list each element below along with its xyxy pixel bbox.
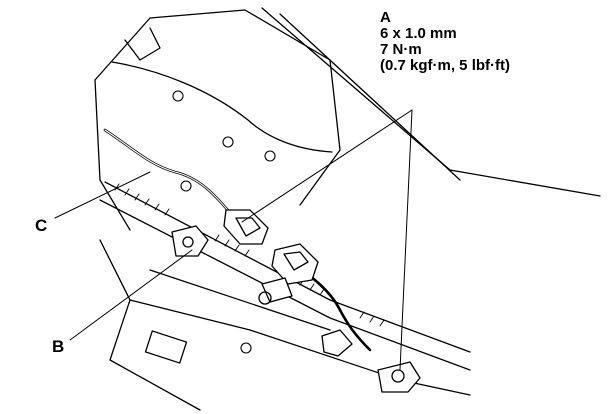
hole-3 — [264, 150, 276, 162]
lower-panel-plate — [144, 330, 188, 364]
bracket-rail-top — [104, 181, 471, 353]
connector-a-right — [271, 243, 319, 285]
panel-top-edge-inner — [279, 13, 461, 181]
upper-panel-outline — [94, 9, 341, 206]
leader-b — [69, 249, 193, 341]
hole-4 — [180, 180, 192, 192]
leader-a-1 — [241, 109, 413, 223]
lower-panel-outline — [99, 239, 201, 411]
callout-a-torque: 7 N·m — [380, 41, 422, 58]
leader-c — [54, 171, 151, 219]
callout-c-label: C — [35, 216, 48, 235]
clip-b — [171, 225, 209, 257]
callout-b-label: B — [52, 337, 65, 356]
callout-a-spec: A 6 x 1.0 mm 7 N·m (0.7 kgf·m, 5 lbf·ft) — [380, 10, 510, 74]
leader-a-2 — [399, 109, 413, 371]
callout-a-letter: A — [380, 9, 391, 26]
harness-c-wire-inner — [104, 129, 233, 216]
lower-panel-step — [129, 299, 471, 396]
clip-mount — [258, 277, 293, 305]
panel-rib — [124, 27, 161, 61]
lower-panel-edge — [149, 269, 331, 331]
callout-a-bolt-size: 6 x 1.0 mm — [380, 25, 457, 42]
panel-edge — [111, 61, 333, 153]
hole-2 — [222, 136, 234, 148]
panel-left-edge — [94, 79, 131, 231]
callout-a-torque-alt: (0.7 kgf·m, 5 lbf·ft) — [380, 57, 510, 74]
mount-clip-lower-right — [377, 361, 421, 393]
hole-1 — [172, 90, 184, 102]
connector-a-left — [223, 209, 269, 245]
hole-5 — [240, 342, 252, 354]
wire-end-connector — [321, 329, 353, 357]
